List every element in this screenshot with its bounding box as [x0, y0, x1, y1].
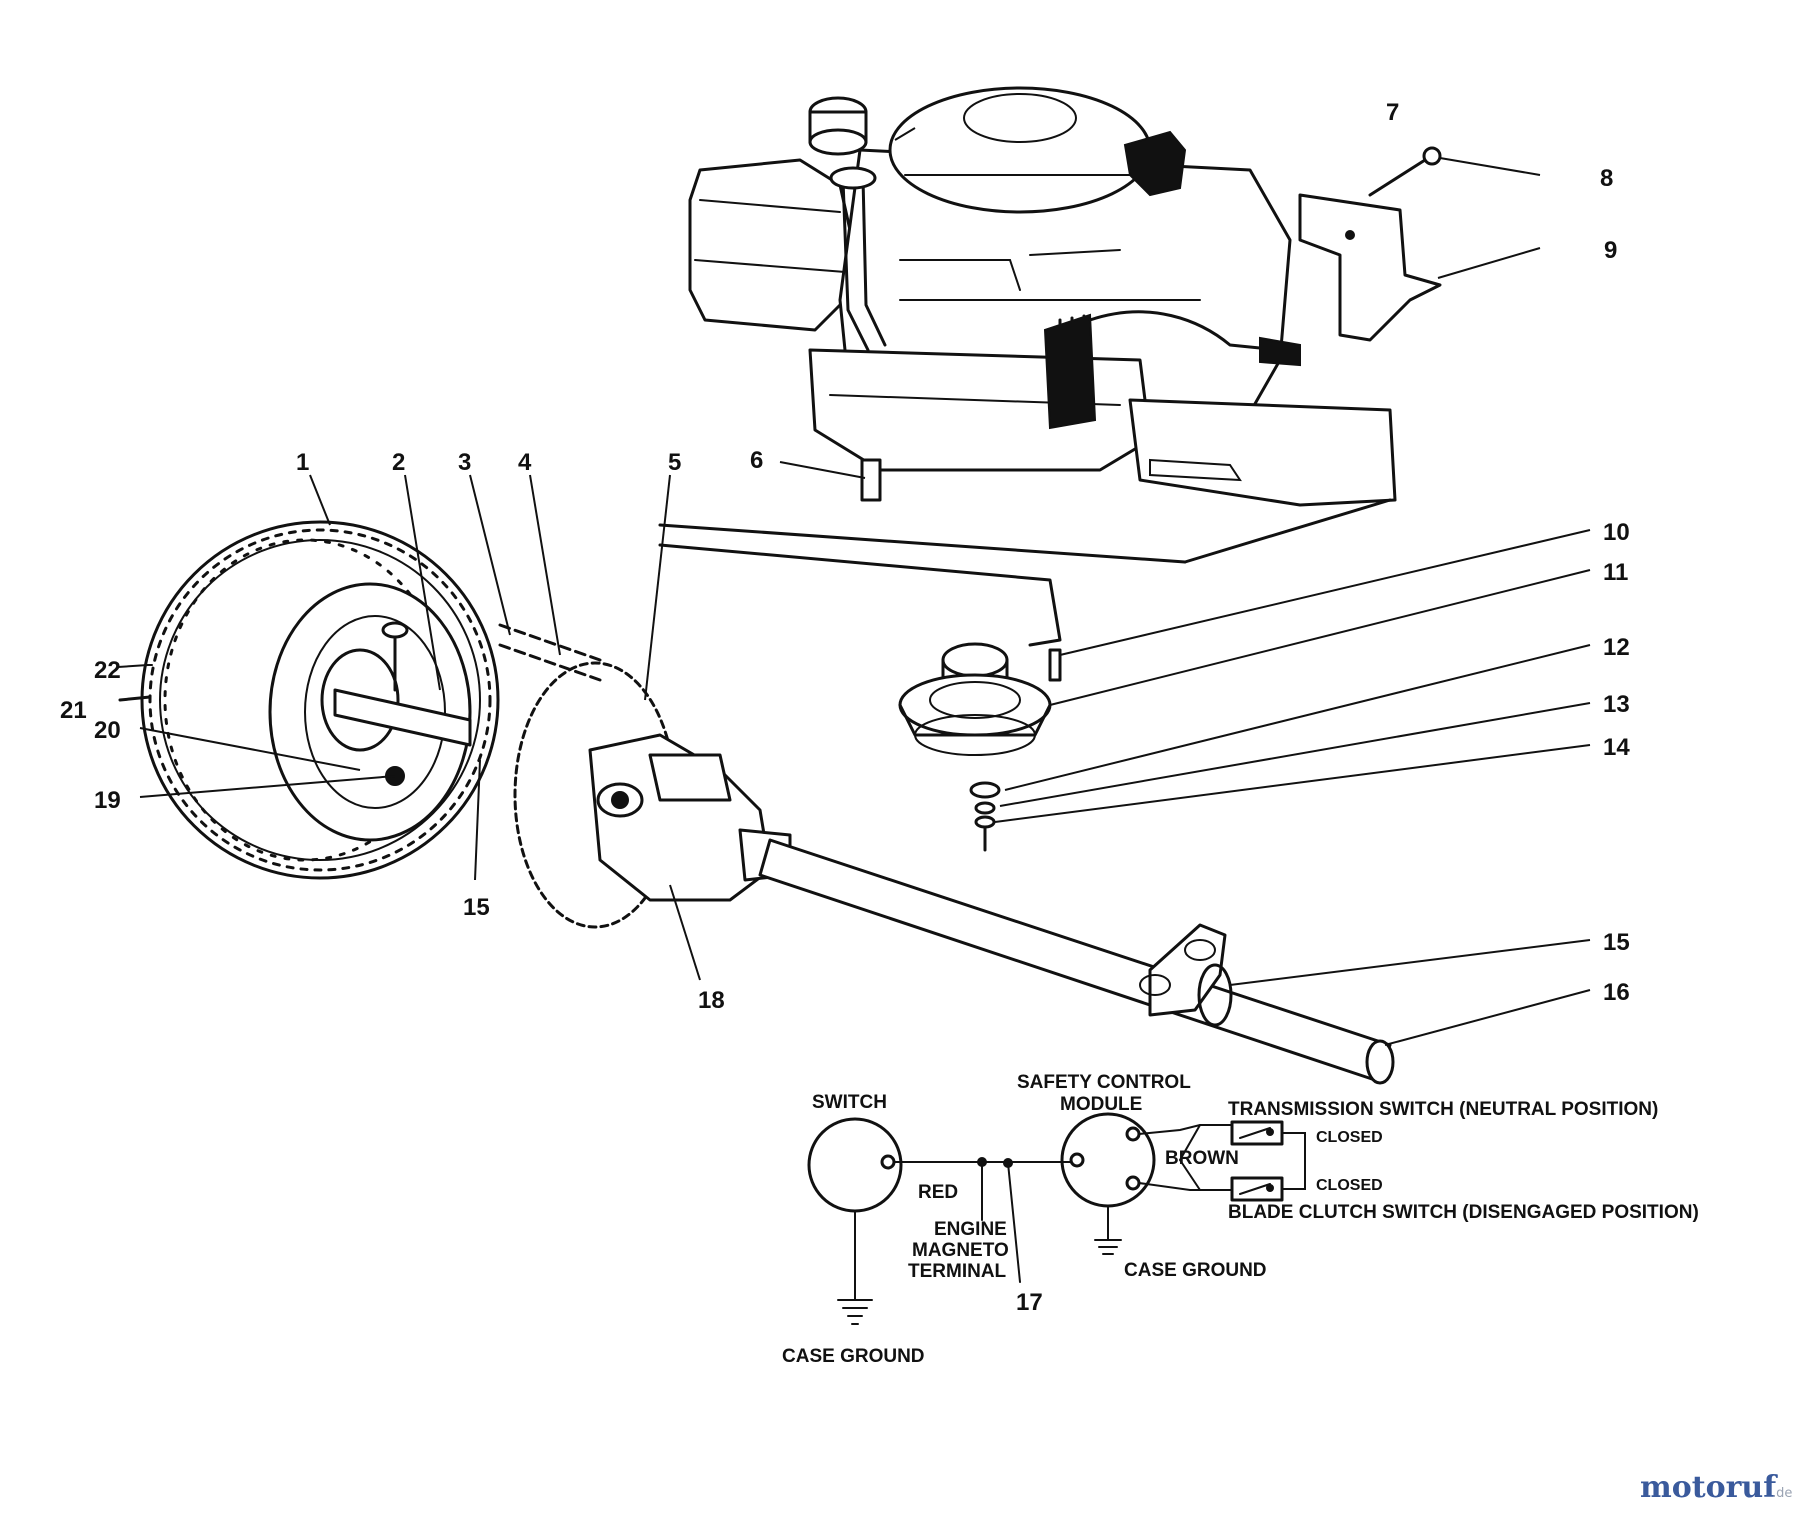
- module-label-line1: SAFETY CONTROL: [1017, 1072, 1191, 1093]
- sprocket-chain: [498, 623, 792, 929]
- blade-clutch-switch-label: BLADE CLUTCH SWITCH (DISENGAGED POSITION…: [1228, 1202, 1699, 1223]
- callout-21: 21: [60, 697, 87, 724]
- transmission-switch-label: TRANSMISSION SWITCH (NEUTRAL POSITION): [1228, 1099, 1658, 1120]
- callout-7: 7: [1386, 99, 1399, 126]
- callout-3: 3: [458, 449, 471, 476]
- watermark: motoruf .de: [1640, 1470, 1792, 1505]
- callout-11: 11: [1603, 559, 1628, 586]
- callout-4: 4: [518, 449, 532, 476]
- switch-label: SWITCH: [812, 1092, 887, 1113]
- callout-5: 5: [668, 449, 681, 476]
- callout-2: 2: [392, 449, 405, 476]
- callout-12: 12: [1603, 634, 1630, 661]
- callout-17: 17: [1016, 1289, 1043, 1316]
- callout-22: 22: [94, 657, 121, 684]
- closed-label-top: CLOSED: [1316, 1129, 1383, 1146]
- callout-8: 8: [1600, 165, 1613, 192]
- leader-lines: [117, 127, 1591, 1046]
- red-wire-label: RED: [918, 1182, 958, 1203]
- callout-19: 19: [94, 787, 121, 814]
- case-ground-right-label: CASE GROUND: [1124, 1260, 1267, 1281]
- closed-label-bottom: CLOSED: [1316, 1177, 1383, 1194]
- callout-20: 20: [94, 717, 121, 744]
- module-label-line2: MODULE: [1060, 1094, 1142, 1115]
- cylinder-fins: [1043, 313, 1097, 430]
- callout-15-left: 15: [463, 894, 490, 921]
- engine-label-line1: ENGINE: [934, 1219, 1007, 1240]
- wiring-schematic: SWITCH SAFETY CONTROL MODULE TRANSMISSIO…: [782, 1072, 1699, 1367]
- callout-14: 14: [1603, 734, 1630, 761]
- watermark-tld: .de: [1772, 1486, 1792, 1501]
- callout-15-right: 15: [1603, 929, 1630, 956]
- callout-16: 16: [1603, 979, 1630, 1006]
- callout-18: 18: [698, 987, 725, 1014]
- engine-label-line3: TERMINAL: [908, 1261, 1007, 1282]
- engine-label-line2: MAGNETO: [912, 1240, 1009, 1261]
- watermark-brand-part1: motoruf: [1640, 1470, 1778, 1505]
- callout-6: 6: [750, 447, 763, 474]
- brown-wire-label: BROWN: [1165, 1148, 1239, 1169]
- pulley-assembly: [898, 642, 1062, 852]
- callout-1: 1: [296, 449, 309, 476]
- drive-shaft: [758, 838, 1395, 1085]
- wheel: [118, 520, 500, 880]
- callout-9: 9: [1604, 237, 1617, 264]
- callout-labels: 1 2 3 4 5 6 7 8 9 10 11 12 13 14 15 15 1…: [60, 99, 1630, 1316]
- watermark-brand: motoruf: [1640, 1470, 1778, 1505]
- callout-10: 10: [1603, 519, 1630, 546]
- engine: [658, 86, 1442, 647]
- case-ground-left-label: CASE GROUND: [782, 1346, 925, 1367]
- callout-13: 13: [1603, 691, 1630, 718]
